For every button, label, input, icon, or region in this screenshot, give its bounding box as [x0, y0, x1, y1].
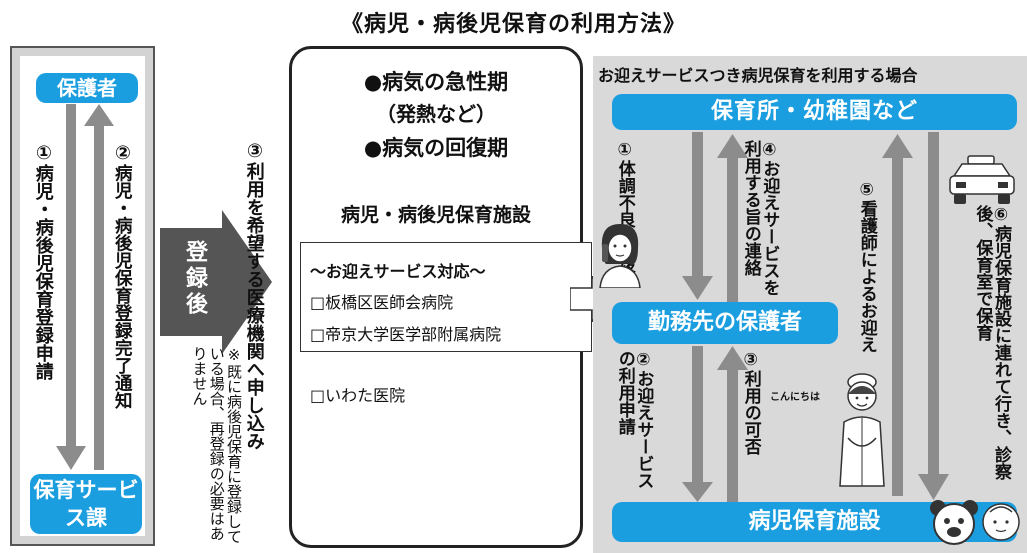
step-r2-label: ②お迎えサービスの利用申請	[614, 350, 654, 489]
baby-icon	[982, 503, 1020, 541]
step-r4-label: ④お迎えサービスを利用する旨の連絡	[740, 140, 780, 296]
fever-note: （発熱など）	[376, 102, 496, 126]
step1-label: ① 病児・病後児保育登録申請	[33, 142, 63, 462]
service-dept-pill: 保育サービス課	[30, 474, 142, 534]
step3-number: ③	[243, 140, 266, 162]
step1-number: ①	[32, 142, 55, 164]
nurse-greeting: こんにちは	[770, 392, 820, 403]
bear-icon	[930, 500, 978, 545]
hospital-item: □板橋区医師会病院	[310, 293, 454, 312]
hospital-item: □いわた医院	[310, 386, 406, 405]
recovery-phase: ●病気の回復期	[363, 136, 509, 160]
reregistration-note: ※既に病後児保育に登録している場合、再登録の必要はありません	[190, 346, 244, 544]
nurse-icon	[839, 373, 885, 487]
workplace-guardian-pill: 勤務先の保護者	[612, 302, 838, 344]
hospital-item: □帝京大学医学部附属病院	[310, 325, 502, 344]
step2-text: 病児・病後児保育登録完了通知	[112, 164, 133, 409]
phone-woman-icon	[599, 224, 641, 288]
step2-label: ② 病児・病後児保育登録完了通知	[112, 142, 142, 462]
step-r6-label: ⑥病児保育施設に連れて行き、診察後、保育室で保育	[972, 205, 1011, 480]
taxi-icon	[949, 155, 1015, 204]
step-r5-label: ⑤看護師によるお迎え	[856, 180, 877, 353]
service-dept-label: 保育サービス課	[33, 478, 139, 530]
step-r3-label: ③利用の可否	[740, 350, 761, 455]
acute-phase: ●病気の急性期	[363, 70, 509, 94]
facility-heading: 病児・病後児保育施設	[340, 204, 531, 226]
guardian-pill: 保護者	[36, 73, 138, 103]
pickup-flow-heading: お迎えサービスつき病児保育を利用する場合	[598, 66, 918, 85]
pickup-flow-arrows	[682, 132, 949, 502]
step1-text: 病児・病後児保育登録申請	[32, 164, 54, 380]
step3-text: 利用を希望する医療機関へ申し込み	[243, 162, 265, 450]
step2-number: ②	[111, 142, 134, 164]
pickup-service-box	[300, 242, 592, 352]
registration-arrows	[56, 104, 114, 470]
diagram-title: 《病児・病後児保育の利用方法》	[340, 12, 686, 37]
after-registration-arrow	[160, 210, 272, 354]
nursery-pill: 保育所・幼稚園など	[612, 94, 1017, 130]
after-registration-label: 登録後	[182, 240, 207, 318]
step3-label: ③ 利用を希望する医療機関へ申し込み	[244, 140, 276, 480]
pickup-service-heading: ～お迎えサービス対応～	[310, 262, 486, 281]
registration-panel-inner	[20, 56, 145, 536]
